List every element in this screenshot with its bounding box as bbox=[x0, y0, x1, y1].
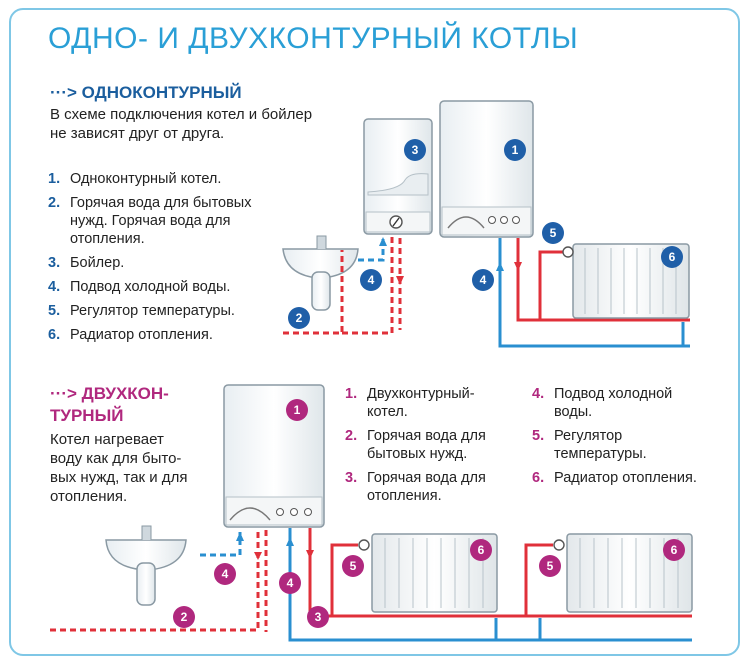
section2-title-text: ДВУХКОН- bbox=[81, 384, 169, 403]
list-item: 1.Двухконтурный-котел. bbox=[345, 386, 475, 420]
marker-bottom-6a: 6 bbox=[470, 539, 492, 561]
marker-bottom-3: 3 bbox=[307, 606, 329, 628]
list-item: 5.Регулятор температуры. bbox=[48, 303, 235, 319]
marker-bottom-5a: 5 bbox=[342, 555, 364, 577]
marker-top-6: 6 bbox=[661, 246, 683, 268]
hot-water-line-top bbox=[283, 236, 394, 335]
section1-desc-line: В схеме подключения котел и бойлер bbox=[50, 106, 313, 123]
radiator-bottom-right bbox=[553, 533, 693, 613]
sink-top bbox=[282, 235, 359, 311]
svg-text:5: 5 bbox=[350, 559, 357, 573]
section2-desc-line: Котел нагревает bbox=[50, 431, 164, 448]
marker-bottom-5b: 5 bbox=[539, 555, 561, 577]
list-item: 6.Радиатор отопления. bbox=[48, 327, 213, 343]
list-item: 2.Горячая вода для бытовых нужд. Горячая… bbox=[48, 195, 252, 247]
list-item: 3.Горячая вода для отопления. bbox=[345, 470, 486, 504]
radiator-bottom-left bbox=[358, 533, 498, 613]
sink-bottom bbox=[105, 525, 187, 606]
section1-legend-list: 1.Одноконтурный котел. 2.Горячая вода дл… bbox=[48, 170, 283, 350]
marker-bottom-2: 2 bbox=[173, 606, 195, 628]
marker-bottom-6b: 6 bbox=[663, 539, 685, 561]
marker-top-5: 5 bbox=[542, 222, 564, 244]
section1-arrow-icon: ···> bbox=[50, 83, 77, 102]
marker-top-4a: 4 bbox=[360, 269, 382, 291]
heating-return-line-bottom bbox=[288, 528, 692, 642]
svg-text:2: 2 bbox=[181, 610, 188, 624]
section2-legend-list-col1: 1.Двухконтурный-котел. 2.Горячая вода дл… bbox=[345, 385, 505, 511]
section2-legend-list-col2: 4.Подвод холодной воды. 5.Регулятор темп… bbox=[532, 385, 697, 493]
single-circuit-boiler bbox=[439, 100, 534, 238]
marker-top-4b: 4 bbox=[472, 269, 494, 291]
list-item: 3.Бойлер. bbox=[48, 255, 125, 271]
svg-text:6: 6 bbox=[669, 250, 676, 264]
svg-text:4: 4 bbox=[368, 273, 375, 287]
section2-title-text: ТУРНЫЙ bbox=[50, 406, 124, 425]
svg-text:2: 2 bbox=[296, 311, 303, 325]
double-circuit-boiler bbox=[223, 384, 325, 528]
section1-desc-line: не зависят друг от друга. bbox=[50, 125, 225, 142]
list-item: 4.Подвод холодной воды. bbox=[48, 279, 231, 295]
svg-text:1: 1 bbox=[294, 403, 301, 417]
marker-bottom-1: 1 bbox=[286, 399, 308, 421]
section1-title-text: ОДНОКОНТУРНЫЙ bbox=[81, 83, 242, 102]
radiator-top bbox=[562, 243, 690, 319]
list-item: 6.Радиатор отопления. bbox=[532, 470, 697, 486]
marker-top-1: 1 bbox=[504, 139, 526, 161]
list-item: 4.Подвод холодной воды. bbox=[532, 386, 673, 420]
heating-return-line-top bbox=[498, 238, 690, 348]
section2-title: ···> ДВУХКОН- ТУРНЫЙ bbox=[50, 383, 169, 427]
marker-top-2: 2 bbox=[288, 307, 310, 329]
svg-text:5: 5 bbox=[547, 559, 554, 573]
page-title: ОДНО- И ДВУХКОНТУРНЫЙ КОТЛЫ bbox=[48, 22, 579, 55]
svg-text:4: 4 bbox=[287, 576, 294, 590]
section2-desc-line: воду как для быто- bbox=[50, 450, 182, 467]
section1-description: В схеме подключения котел и бойлер не за… bbox=[50, 105, 312, 143]
section1-title: ···> ОДНОКОНТУРНЫЙ bbox=[50, 83, 242, 103]
list-item: 5.Регулятор температуры. bbox=[532, 428, 647, 462]
svg-text:4: 4 bbox=[222, 567, 229, 581]
svg-text:1: 1 bbox=[512, 143, 519, 157]
svg-text:6: 6 bbox=[478, 543, 485, 557]
svg-text:5: 5 bbox=[550, 226, 557, 240]
marker-bottom-4a: 4 bbox=[214, 563, 236, 585]
marker-bottom-4b: 4 bbox=[279, 572, 301, 594]
cold-water-line-bottom bbox=[200, 532, 242, 557]
section2-desc-line: вых нужд, так и для bbox=[50, 469, 188, 486]
marker-top-3: 3 bbox=[404, 139, 426, 161]
section2-arrow-icon: ···> bbox=[50, 384, 77, 403]
hot-water-line-bottom bbox=[50, 530, 260, 632]
cold-water-line-top bbox=[358, 238, 385, 262]
storage-boiler bbox=[363, 118, 433, 235]
list-item: 1.Одноконтурный котел. bbox=[48, 171, 222, 187]
svg-text:3: 3 bbox=[315, 610, 322, 624]
svg-text:6: 6 bbox=[671, 543, 678, 557]
svg-text:3: 3 bbox=[412, 143, 419, 157]
section2-desc-line: отопления. bbox=[50, 488, 128, 505]
section2-description: Котел нагревает воду как для быто- вых н… bbox=[50, 430, 187, 506]
svg-text:4: 4 bbox=[480, 273, 487, 287]
list-item: 2.Горячая вода для бытовых нужд. bbox=[345, 428, 486, 462]
